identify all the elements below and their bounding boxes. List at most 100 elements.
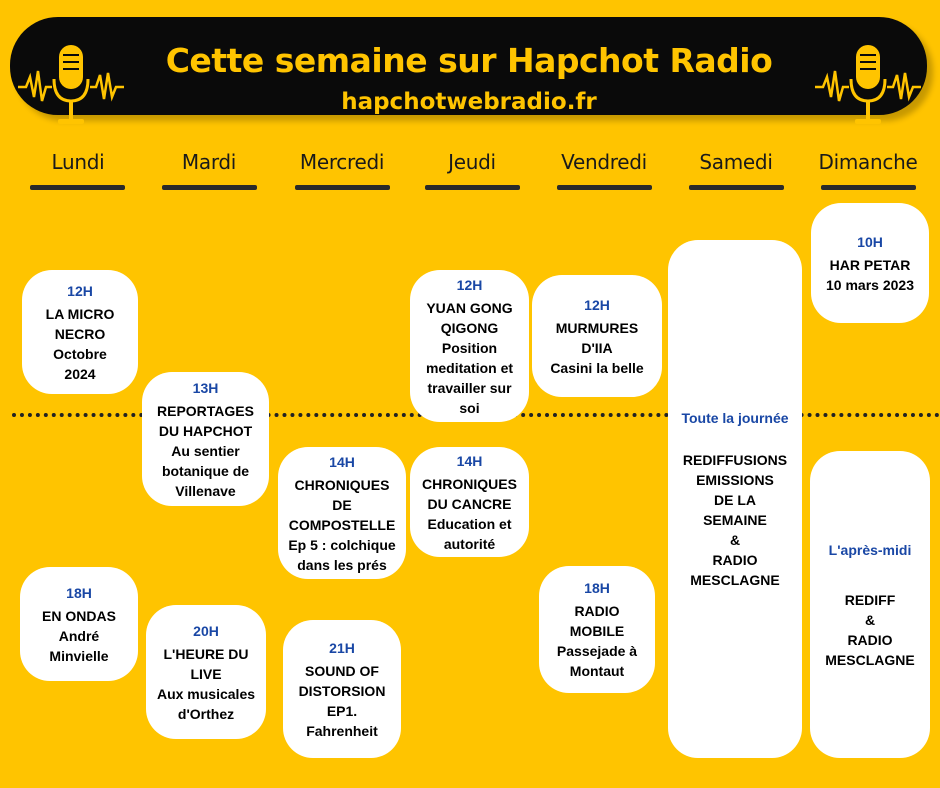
show-time: 14H: [456, 452, 483, 469]
day-header-vendredi: Vendredi: [561, 150, 647, 174]
show-detail: Minvielle: [49, 647, 109, 664]
show-card-dimanche-10h[interactable]: 10H HAR PETAR 10 mars 2023: [811, 203, 929, 323]
show-time: 12H: [584, 296, 610, 313]
show-title: REDIFFUSIONS: [682, 452, 788, 468]
day-header-samedi: Samedi: [699, 150, 773, 174]
day-underline: [689, 185, 784, 190]
show-title: NECRO: [54, 325, 106, 342]
show-title: HAR PETAR: [829, 256, 911, 273]
day-header-mercredi: Mercredi: [299, 150, 385, 174]
show-time: 10H: [857, 233, 883, 250]
show-detail: Octobre: [53, 345, 107, 362]
show-title: RADIO: [847, 631, 893, 648]
show-card-mardi-20h[interactable]: 20H L'HEURE DU LIVE Aux musicales d'Orth…: [146, 605, 266, 739]
show-time: 21H: [329, 639, 355, 656]
microphone-icon: [18, 45, 124, 124]
show-title: &: [729, 532, 741, 548]
page-title: Cette semaine sur Hapchot Radio: [165, 41, 773, 80]
day-underline: [425, 185, 520, 190]
show-card-dimanche-afternoon[interactable]: L'après-midi REDIFF & RADIO MESCLAGNE: [810, 451, 930, 758]
show-time: 12H: [67, 282, 93, 299]
show-card-vendredi-18h[interactable]: 18H RADIO MOBILE Passejade à Montaut: [539, 566, 655, 693]
show-detail: André: [58, 627, 100, 644]
show-card-mercredi-14h[interactable]: 14H CHRONIQUES DE COMPOSTELLE Ep 5 : col…: [278, 447, 406, 579]
day-header-lundi: Lundi: [51, 150, 105, 174]
show-card-jeudi-12h[interactable]: 12H YUAN GONG QIGONG Position meditation…: [410, 270, 529, 422]
show-detail: travailler sur: [427, 379, 512, 396]
show-detail: Ep 5 : colchique: [288, 536, 396, 553]
show-title: DU CANCRE: [427, 495, 512, 512]
show-time: 18H: [584, 580, 610, 596]
show-detail: dans les prés: [297, 556, 387, 573]
show-title: SEMAINE: [703, 512, 767, 528]
show-title: SOUND OF: [305, 662, 379, 679]
show-title: EP1.: [326, 702, 358, 719]
show-detail: Position: [441, 339, 498, 356]
show-title: DISTORSION: [298, 682, 386, 699]
show-title: MESCLAGNE: [690, 572, 780, 588]
header-banner: Cette semaine sur Hapchot Radio hapchotw…: [10, 17, 927, 124]
show-detail: soi: [459, 399, 480, 416]
show-title: L'HEURE DU: [163, 645, 249, 662]
day-header-mardi: Mardi: [181, 150, 237, 174]
show-time: 18H: [66, 584, 92, 601]
show-title: MOBILE: [569, 623, 625, 639]
microphone-icon: [815, 45, 921, 124]
show-card-mercredi-21h[interactable]: 21H SOUND OF DISTORSION EP1. Fahrenheit: [283, 620, 401, 758]
show-detail: 10 mars 2023: [826, 276, 914, 293]
show-title: CHRONIQUES: [422, 475, 517, 492]
show-card-lundi-18h[interactable]: 18H EN ONDAS André Minvielle: [20, 567, 138, 681]
show-detail: Aux musicales: [156, 685, 256, 702]
show-time: Toute la journée: [681, 410, 789, 426]
show-title: YUAN GONG: [426, 299, 513, 316]
show-detail: 2024: [64, 365, 96, 382]
website-url: hapchotwebradio.fr: [341, 89, 597, 115]
show-title: RADIO: [574, 603, 620, 619]
day-underline: [557, 185, 652, 190]
day-header-jeudi: Jeudi: [448, 150, 496, 174]
show-title: QIGONG: [440, 319, 499, 336]
show-title: CHRONIQUES: [294, 476, 390, 493]
show-detail: Fahrenheit: [306, 722, 378, 739]
show-card-vendredi-12h[interactable]: 12H MURMURES D'IIA Casini la belle: [532, 275, 662, 397]
show-title: MURMURES: [555, 319, 639, 336]
show-card-jeudi-14h[interactable]: 14H CHRONIQUES DU CANCRE Education et au…: [410, 447, 529, 557]
show-card-samedi-all-day[interactable]: Toute la journée REDIFFUSIONS EMISSIONS …: [668, 240, 802, 758]
show-title: REDIFF: [844, 591, 896, 608]
show-title: RADIO: [712, 552, 758, 568]
show-time: 13H: [192, 379, 219, 396]
show-card-lundi-12h[interactable]: 12H LA MICRO NECRO Octobre 2024: [22, 270, 138, 394]
show-title: EMISSIONS: [696, 472, 774, 488]
show-detail: Montaut: [569, 663, 625, 679]
show-title: D'IIA: [581, 339, 613, 356]
show-title: LA MICRO: [45, 305, 115, 322]
show-detail: botanique de: [161, 462, 250, 479]
show-detail: Education et: [427, 515, 512, 532]
show-title: &: [864, 611, 876, 628]
show-detail: Passejade à: [556, 643, 638, 659]
day-underline: [30, 185, 125, 190]
show-title: LIVE: [190, 665, 222, 682]
show-time: L'après-midi: [828, 541, 912, 558]
show-title: COMPOSTELLE: [288, 516, 396, 533]
show-detail: d'Orthez: [177, 705, 235, 722]
day-underline: [162, 185, 257, 190]
show-detail: Casini la belle: [550, 359, 644, 376]
day-underline: [295, 185, 390, 190]
show-time: 20H: [193, 622, 219, 639]
show-time: 14H: [329, 453, 355, 470]
show-title: MESCLAGNE: [825, 651, 915, 668]
show-title: EN ONDAS: [42, 607, 116, 624]
show-title: DE LA: [714, 492, 756, 508]
show-title: DE: [332, 496, 352, 513]
show-detail: Villenave: [175, 482, 236, 499]
day-underline: [821, 185, 916, 190]
show-card-mardi-13h[interactable]: 13H REPORTAGES DU HAPCHOT Au sentier bot…: [142, 372, 269, 506]
show-time: 12H: [456, 276, 483, 293]
show-detail: Au sentier: [171, 442, 240, 459]
show-detail: autorité: [443, 535, 496, 552]
show-title: DU HAPCHOT: [158, 422, 253, 439]
show-title: REPORTAGES: [157, 402, 254, 419]
day-header-dimanche: Dimanche: [818, 150, 918, 174]
show-detail: meditation et: [425, 359, 514, 376]
